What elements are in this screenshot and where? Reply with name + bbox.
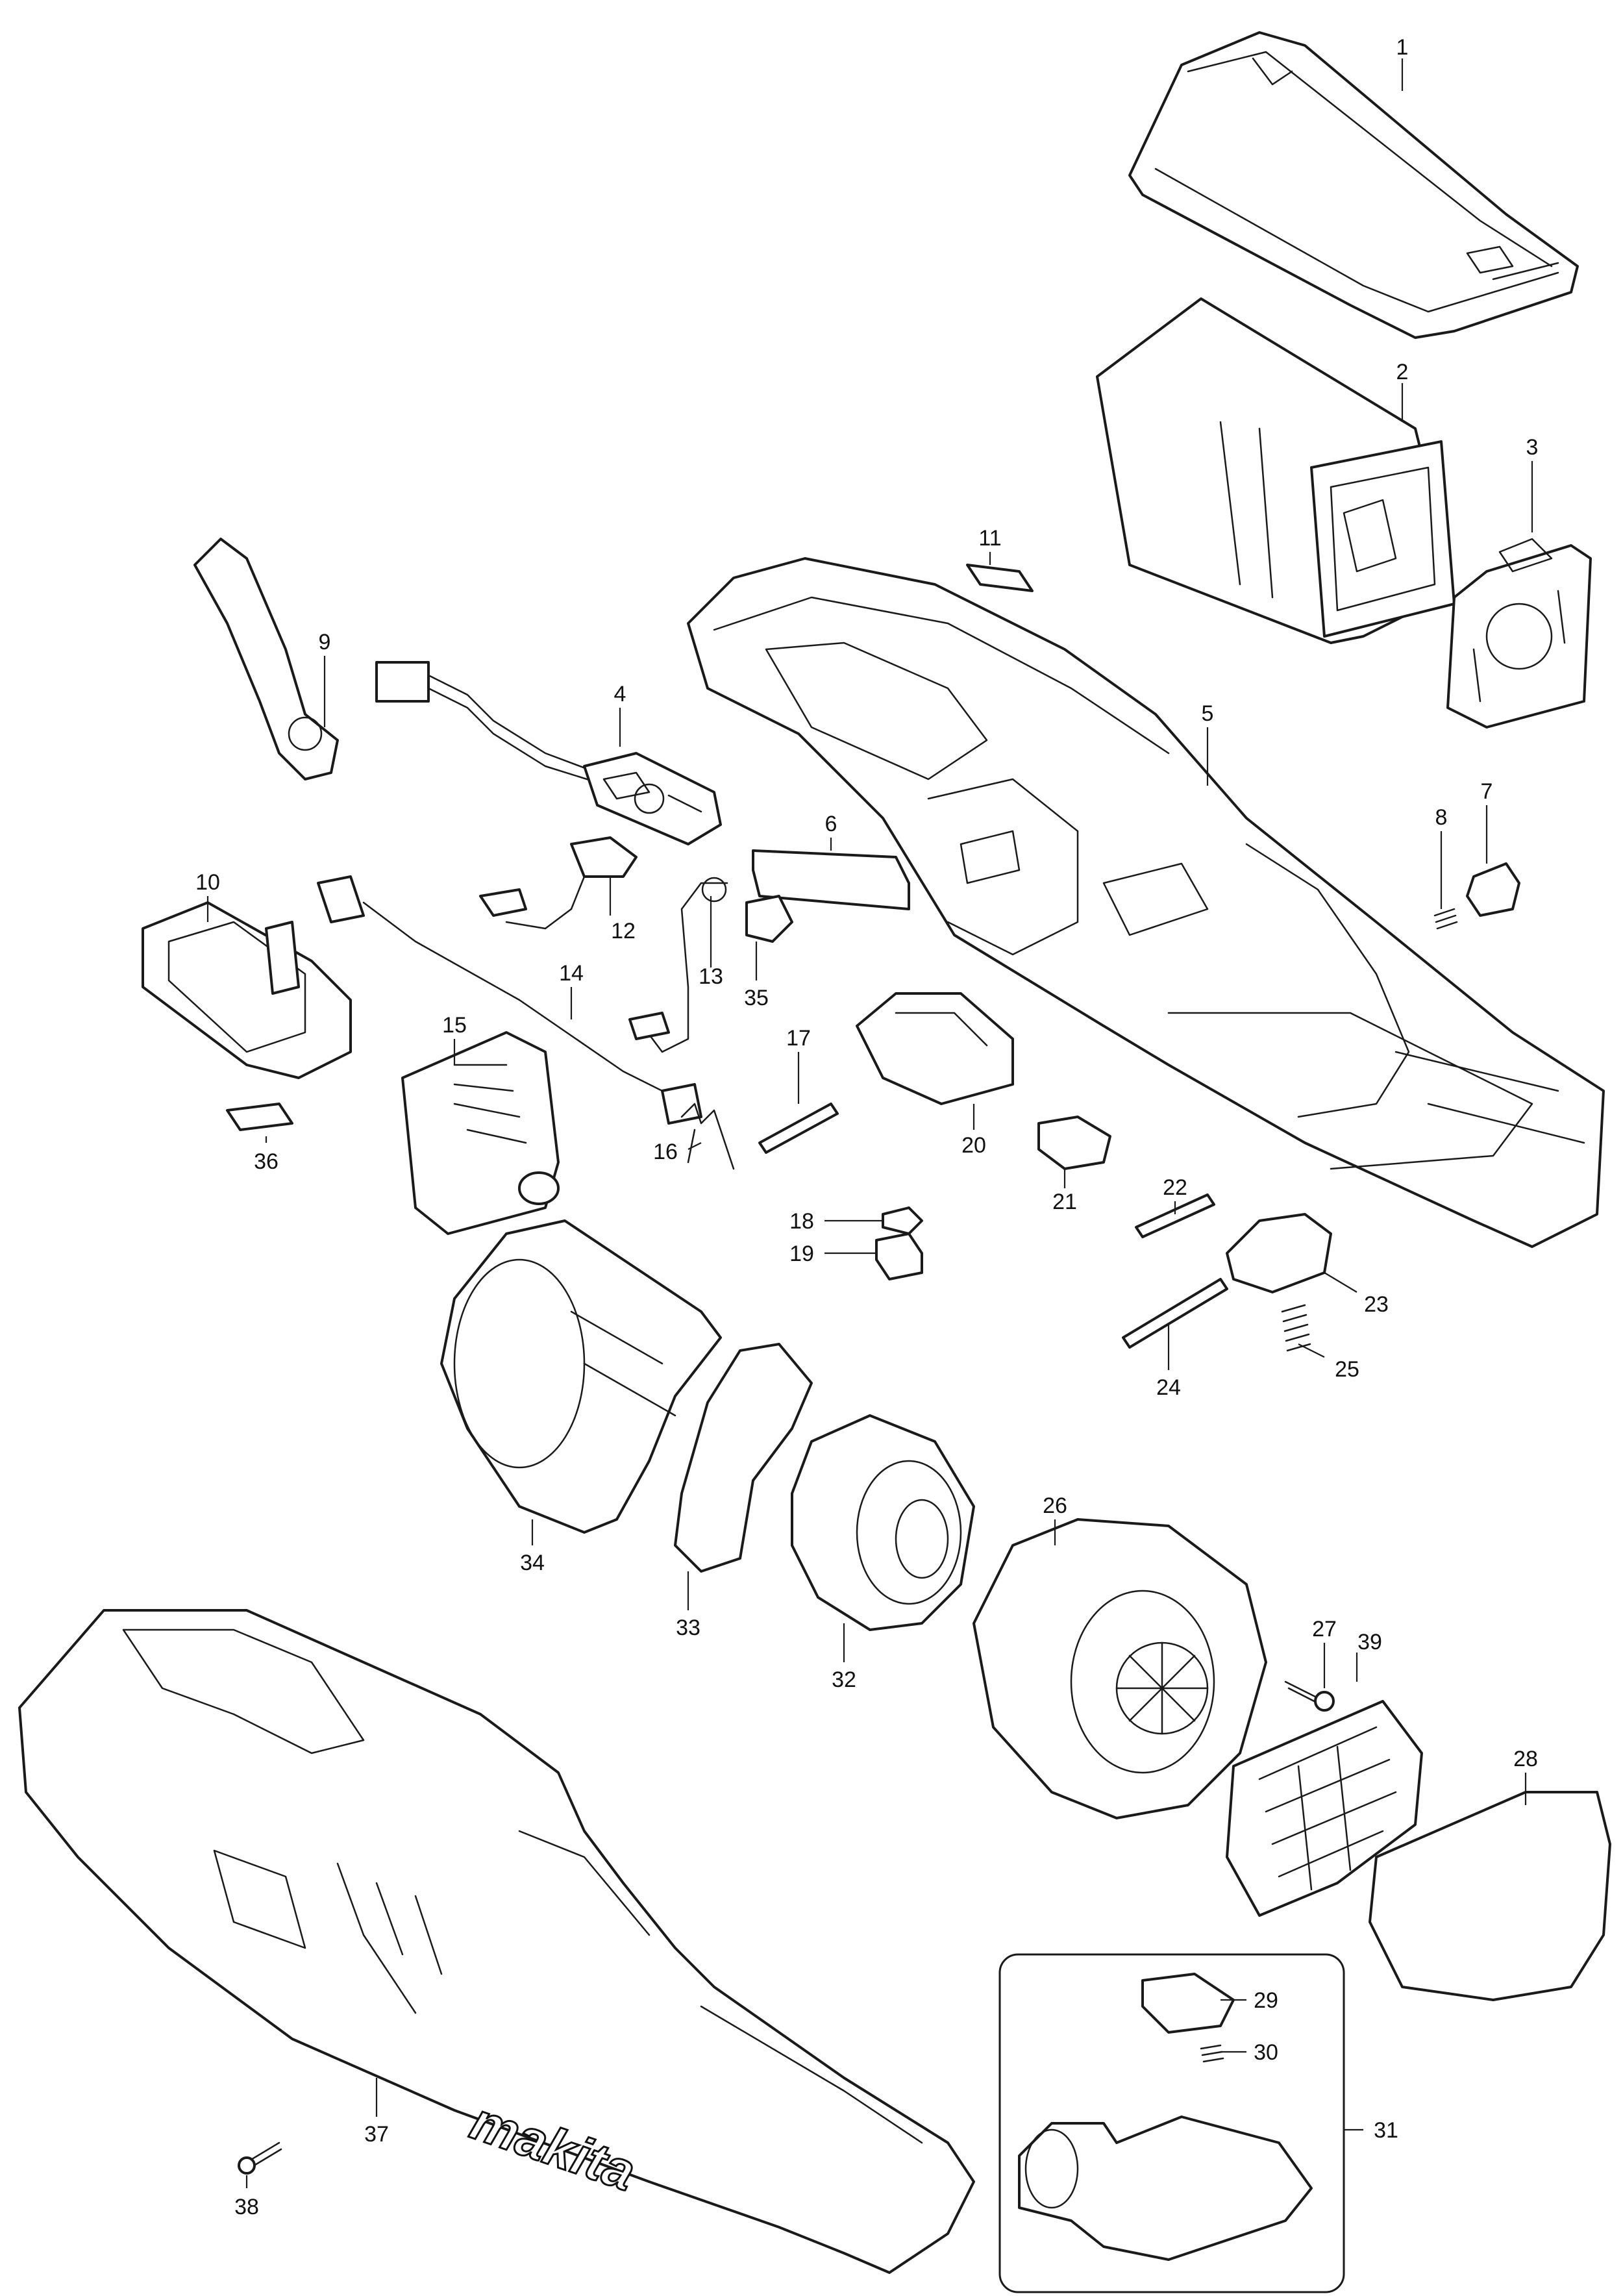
part-6-label (752, 849, 910, 910)
part-25-spring (1281, 1304, 1311, 1352)
part-15-filter-panel (401, 1031, 560, 1235)
callout-38: 38 (234, 2195, 259, 2219)
part-24-long-pin (1122, 1278, 1228, 1349)
callout-23: 23 (1364, 1292, 1389, 1317)
callout-16: 16 (653, 1140, 678, 1164)
callout-15: 15 (442, 1013, 467, 1038)
callout-39: 39 (1357, 1630, 1382, 1654)
callout-8: 8 (1435, 805, 1448, 830)
part-37-lower-housing: makita (18, 1609, 975, 2274)
callout-30: 30 (1254, 2040, 1278, 2065)
part-19-block (875, 1232, 923, 1280)
callout-33: 33 (676, 1616, 700, 1640)
callout-29: 29 (1254, 1988, 1278, 2013)
part-28-filter-pad (1369, 1791, 1611, 2001)
part-17-pin (758, 1103, 839, 1154)
callout-26: 26 (1043, 1493, 1067, 1518)
callout-25: 25 (1335, 1357, 1359, 1382)
part-35-connector (745, 895, 793, 943)
part-26-fan-housing (973, 1518, 1267, 1819)
part-4-switch-assembly (375, 661, 722, 845)
callout-5: 5 (1202, 701, 1214, 726)
callout-labels: 1 2 3 4 5 6 7 8 9 10 11 12 13 14 15 16 1… (195, 35, 1538, 2219)
part-20-release-button (856, 992, 1014, 1105)
part-18-clip (882, 1206, 923, 1235)
leader-lines (206, 58, 1533, 2188)
part-36-label (226, 1103, 293, 1131)
part-27-screw (1284, 1680, 1335, 1712)
part-11-small-label (966, 564, 1034, 592)
callout-2: 2 (1396, 360, 1409, 384)
part-10-battery-terminal (142, 901, 352, 1079)
callout-6: 6 (825, 812, 837, 836)
part-38-screw (238, 2141, 282, 2175)
callout-20: 20 (961, 1133, 986, 1158)
part-5-main-housing (687, 557, 1605, 1248)
callout-27: 27 (1312, 1617, 1337, 1641)
callout-36: 36 (254, 1149, 279, 1174)
callout-14: 14 (559, 961, 584, 986)
part-39-fan-guard (1226, 1700, 1423, 1917)
part-2-filter-housing (1096, 297, 1456, 644)
part-9-strap (193, 538, 339, 780)
part-12-switch-board (479, 836, 638, 930)
callout-21: 21 (1052, 1190, 1077, 1214)
part-1-dust-cover (1128, 31, 1579, 339)
part-13-lead-wire (628, 877, 728, 1053)
part-34-fan-shroud (440, 1219, 722, 1534)
callout-24: 24 (1156, 1375, 1181, 1400)
callout-4: 4 (614, 682, 626, 706)
part-31-nozzle-group (998, 1953, 1345, 2293)
callout-35: 35 (744, 986, 769, 1010)
callout-18: 18 (789, 1209, 814, 1234)
callout-3: 3 (1526, 435, 1539, 460)
callout-32: 32 (832, 1667, 856, 1692)
callout-28: 28 (1513, 1747, 1538, 1771)
part-3-filter-plate (1446, 538, 1592, 729)
callout-22: 22 (1163, 1175, 1187, 1200)
callout-11: 11 (978, 526, 1001, 551)
part-16-springs (680, 1103, 735, 1170)
part-7-latch (1466, 862, 1520, 917)
callout-10: 10 (195, 870, 220, 895)
callout-19: 19 (789, 1242, 814, 1266)
callout-9: 9 (319, 630, 331, 655)
callout-12: 12 (611, 919, 636, 943)
callout-37: 37 (364, 2122, 389, 2147)
part-22-pin (1135, 1193, 1215, 1238)
callout-17: 17 (786, 1026, 811, 1051)
part-23-latch-button (1226, 1213, 1332, 1293)
part-33-bracket (674, 1343, 813, 1573)
callout-34: 34 (520, 1551, 545, 1575)
part-21-latch-block (1037, 1116, 1111, 1170)
callout-13: 13 (699, 964, 723, 989)
callout-7: 7 (1481, 779, 1493, 804)
part-32-motor (791, 1414, 975, 1631)
part-8-spring (1433, 908, 1458, 930)
part-14-battery-cable (317, 875, 702, 1125)
callout-31: 31 (1374, 2118, 1398, 2143)
callout-1: 1 (1396, 35, 1409, 60)
